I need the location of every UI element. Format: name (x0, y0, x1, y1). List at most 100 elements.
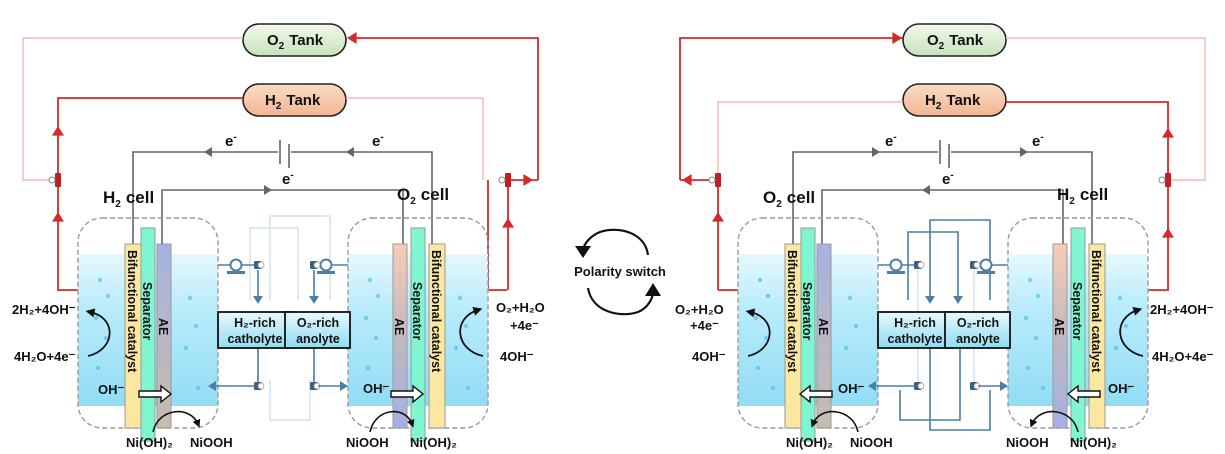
bubble (453, 345, 459, 351)
inner-wire (821, 189, 1064, 248)
valve-handle-icon (708, 176, 716, 184)
valve-handle-icon (1158, 176, 1166, 184)
gas-valve-right (1158, 173, 1171, 187)
anolyte-box-line2: anolyte (956, 332, 1000, 346)
pump-icon (979, 258, 993, 272)
bubble (770, 385, 776, 391)
right-o2-tank (902, 23, 1007, 57)
elbow-handle-icon (973, 261, 981, 269)
crossed-loop-line (899, 345, 961, 421)
o2-flow-arrow-icon (712, 212, 724, 222)
anolyte-box-frame (944, 311, 1011, 349)
o2-flow-arrow-icon (682, 174, 692, 186)
outer-wire-right (951, 151, 1093, 248)
gas-valve-left (708, 173, 721, 187)
catholyte-box-line1: H₂-rich (234, 316, 276, 330)
electron-label: e- (885, 132, 897, 150)
ion-flow-arrow-icon (1066, 384, 1101, 404)
right-ion-label: OH⁻ (363, 381, 390, 396)
bubble (1123, 323, 1129, 329)
anolyte-box-line1: O₂-rich (297, 316, 339, 330)
bubble (463, 323, 469, 329)
catholyte-box-frame (877, 311, 954, 349)
o2-flow-arrow-icon (892, 32, 902, 44)
bubble (465, 385, 471, 391)
polarity-switch: Polarity switch (574, 228, 666, 316)
inner-wire (161, 189, 404, 248)
right-cell-separator (1070, 227, 1086, 442)
o2-flow-arrow-icon (347, 32, 357, 44)
arrowhead-bottom-icon (645, 283, 661, 296)
anolyte-box-frame (284, 311, 351, 349)
pump-base-icon (227, 271, 245, 274)
crossed-loop-line (929, 345, 991, 431)
outer-wire-left (792, 151, 938, 248)
o2-supply-line (679, 37, 903, 180)
valve-handle-icon (48, 176, 56, 184)
bubble (1040, 385, 1046, 391)
bubble (853, 323, 859, 329)
flow-arrow-icon (208, 381, 216, 391)
inactive-loop-line (269, 380, 311, 421)
left-ion-label: OH⁻ (98, 382, 125, 397)
bubble (373, 335, 379, 341)
left-eq-top-2: +4e⁻ (690, 318, 719, 333)
bubble (1035, 293, 1041, 299)
o2-riser-line-2 (507, 179, 538, 290)
elbow-handle-icon (313, 261, 321, 269)
right-ni-right: Ni(OH)₂ (1070, 435, 1117, 450)
cycle-arrow-bottom-icon (586, 287, 655, 316)
left-cell-separator-label: Separator (800, 282, 814, 340)
arrowhead-top-icon (575, 246, 591, 258)
bubble (855, 385, 861, 391)
electron-label: e- (1032, 132, 1044, 150)
anolyte-pump (317, 258, 335, 274)
crossed-loop-line (907, 231, 959, 300)
bubble (757, 277, 763, 283)
valve-body-icon (715, 173, 721, 187)
pump-icon (319, 258, 333, 272)
bubble (1125, 385, 1131, 391)
bubble (97, 277, 103, 283)
valve-body-icon (1165, 173, 1171, 187)
pump-icon (889, 258, 903, 272)
h2-supply-line (1006, 101, 1169, 291)
reaction-arrow-icon (459, 307, 484, 357)
left-eq-bottom: 4H₂O+4e⁻ (14, 349, 76, 364)
redox-arrow-icon (810, 410, 859, 433)
o2-return-line-inactive (1006, 37, 1206, 181)
electron-arrow-icon (872, 147, 880, 157)
anolyte-top-elbow (970, 261, 981, 269)
right-eq-top: 2H₂+4OH⁻ (1150, 302, 1214, 317)
bubble (93, 315, 99, 321)
elbow-handle-icon (917, 261, 925, 269)
bubble (1025, 365, 1031, 371)
reaction-arrow-icon (745, 308, 771, 357)
right-ni-left: NiOOH (1006, 435, 1049, 450)
left-cell-separator-label: Separator (140, 282, 154, 340)
outer-wire-right (291, 151, 433, 248)
flow-arrow-icon (953, 296, 963, 304)
polarity-switch-label: Polarity switch (574, 264, 666, 279)
valve-handle-icon (498, 176, 506, 184)
right-eq-bottom: 4OH⁻ (500, 349, 534, 364)
bubble (1113, 345, 1119, 351)
h2-return-line-inactive (346, 97, 484, 180)
h2-flow-arrow-icon (52, 212, 64, 222)
electron-arrow-icon (922, 185, 930, 195)
anolyte-pump (977, 258, 995, 274)
catholyte-top-elbow (254, 261, 265, 269)
bubble (763, 335, 769, 341)
bubble (1033, 335, 1039, 341)
electron-arrow-icon (346, 147, 354, 157)
